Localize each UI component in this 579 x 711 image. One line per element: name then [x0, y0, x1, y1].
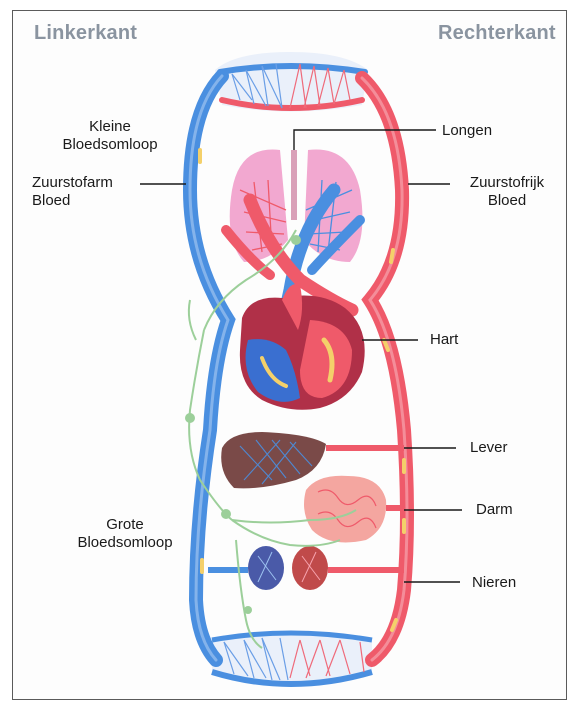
label-zuurstofarm-line2: Bloed — [32, 192, 142, 210]
label-zuurstofrijk-line1: Zuurstofrijk — [452, 174, 562, 192]
label-hart: Hart — [430, 331, 458, 349]
label-grote-line1: Grote — [70, 516, 180, 534]
label-nieren: Nieren — [472, 574, 516, 592]
label-zuurstofrijk-line2: Bloed — [452, 192, 562, 210]
label-zuurstofarm-line1: Zuurstofarm — [32, 174, 142, 192]
label-longen: Longen — [442, 122, 492, 140]
leader-longen — [294, 130, 436, 150]
top-capillaries — [215, 52, 368, 112]
label-darm: Darm — [476, 501, 513, 519]
label-zuurstofarm-bloed: Zuurstofarm Bloed — [32, 174, 142, 210]
label-grote-bloedsomloop: Grote Bloedsomloop — [70, 516, 180, 552]
right-side-title: Rechterkant — [438, 22, 556, 45]
bottom-capillaries — [212, 633, 372, 684]
liver — [221, 432, 404, 488]
label-lever: Lever — [470, 439, 508, 457]
label-grote-line2: Bloedsomloop — [70, 534, 180, 552]
label-kleine-bloedsomloop: Kleine Bloedsomloop — [52, 118, 168, 154]
label-kleine-line2: Bloedsomloop — [52, 136, 168, 154]
left-side-title: Linkerkant — [34, 22, 137, 45]
label-kleine-line1: Kleine — [52, 118, 168, 136]
label-zuurstofrijk-bloed: Zuurstofrijk Bloed — [452, 174, 562, 210]
intestine — [304, 476, 404, 543]
